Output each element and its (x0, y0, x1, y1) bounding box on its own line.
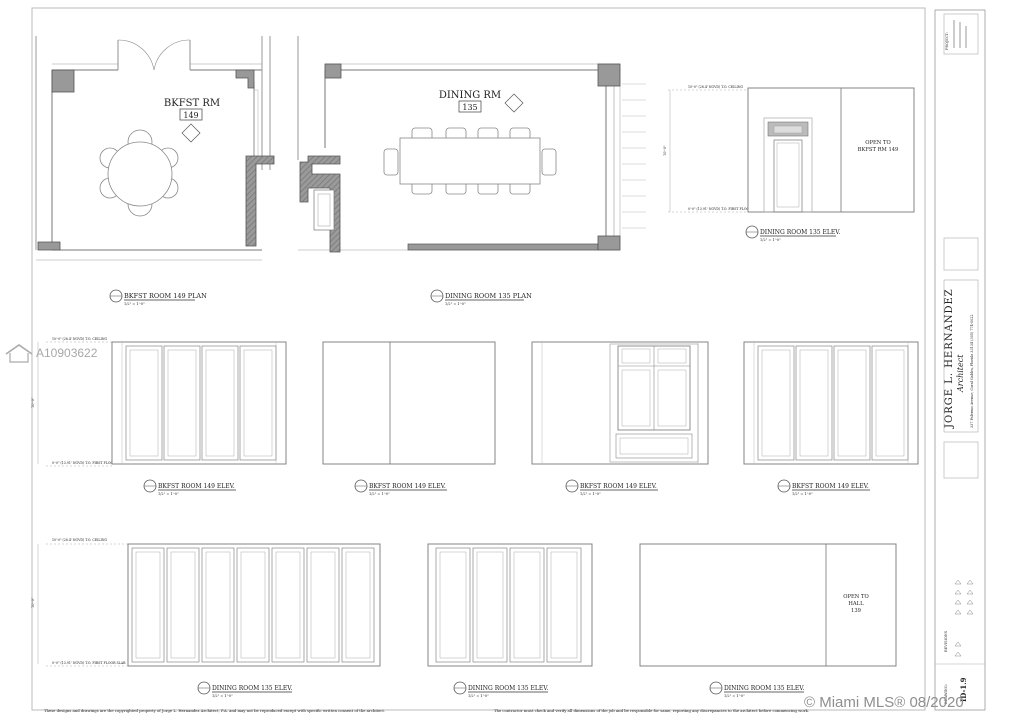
bkfst-elev-b-title: BKFST ROOM 149 ELEV. (369, 483, 446, 490)
dining-room-number: 135 (462, 103, 477, 112)
row3-note-line2: HALL (848, 601, 864, 607)
row2-floor-label: 0'-0" (13.91' NGVD) T.O. FIRST FLOOR SLA… (52, 461, 126, 465)
bkfst-elevation-a: BKFST ROOM 149 ELEV. 1/2" = 1'-0" (111, 341, 287, 496)
bkfst-plan-callout: BKFST ROOM 149 PLAN 1/2" = 1'-0" (109, 289, 207, 306)
bkfst-elev-b-scale: 1/2" = 1'-0" (369, 492, 390, 496)
architect-address: 337 Palermo Avenue, Coral Gables, Florid… (970, 314, 974, 428)
row3-note-line3: 139 (851, 608, 861, 614)
elev-top-note-line1: OPEN TO (865, 140, 890, 146)
sheet-number: ID-1.9 (959, 677, 968, 702)
dining-elev-e-title: DINING ROOM 135 ELEV. (212, 685, 293, 692)
dining-plan-scale: 1/2" = 1'-0" (445, 302, 466, 306)
dining-plan-callout: DINING ROOM 135 PLAN 1/2" = 1'-0" (430, 289, 532, 306)
sheet-footer: These designs and drawings are the copyr… (44, 708, 809, 713)
bkfst-room-number: 149 (183, 111, 198, 120)
bkfst-elevation-d: BKFST ROOM 149 ELEV. 1/2" = 1'-0" (743, 341, 919, 496)
elev-top-height: 10'-0" (663, 145, 667, 156)
dining-elev-g-title: DINING ROOM 135 ELEV. (724, 685, 805, 692)
dining-elevation-top: 10'-0" (28.4' NGVD) T.O. CEILING 10'-0" … (663, 85, 915, 242)
bkfst-elev-a-title: BKFST ROOM 149 ELEV. (158, 483, 235, 490)
bkfst-plan-title: BKFST ROOM 149 PLAN (124, 292, 207, 300)
bkfst-elev-c-title: BKFST ROOM 149 ELEV. (580, 483, 657, 490)
project-label: PROJECT: (945, 32, 949, 50)
round-table (99, 129, 179, 217)
dining-room-name: DINING RM (439, 90, 501, 101)
bkfst-elev-c-scale: 1/2" = 1'-0" (580, 492, 601, 496)
bkfst-elev-d-scale: 1/2" = 1'-0" (792, 492, 813, 496)
row3-ceiling-label: 10'-0" (28.4' NGVD) T.O. CEILING (52, 538, 108, 542)
bkfst-elev-a-scale: 1/2" = 1'-0" (158, 492, 179, 496)
elev-top-note-line2: BKFST RM 149 (858, 147, 899, 153)
bkfst-plan-scale: 1/2" = 1'-0" (124, 302, 145, 306)
copyright-note: These designs and drawings are the copyr… (44, 708, 385, 713)
bkfst-elevations-row: 10'-0" (28.4' NGVD) T.O. CEILING 10'-0" … (31, 337, 919, 496)
revision-triangles (954, 579, 974, 657)
house-logo-icon (5, 344, 33, 363)
dining-plan-title: DINING ROOM 135 PLAN (445, 292, 532, 300)
mls-brand: © Miami MLS® 08/2020 (804, 694, 964, 711)
dining-room-plan: DINING RM 135 DINING ROOM 135 PLAN 1/2" … (297, 36, 646, 306)
architect-name: JORGE L. HERNANDEZ (944, 288, 955, 429)
elev-top-title: DINING ROOM 135 ELEV. (760, 229, 841, 236)
bkfst-room-plan: BKFST RM 149 BKFST ROOM 149 PLAN 1/2" = … (35, 36, 275, 306)
dining-table (383, 127, 557, 195)
dining-elevation-g: OPEN TO HALL 139 DINING ROOM 135 ELEV. 1… (639, 543, 897, 698)
dining-elevation-f: DINING ROOM 135 ELEV. 1/2" = 1'-0" (427, 543, 593, 698)
sheet-border (31, 7, 926, 711)
bkfst-room-name: BKFST RM (164, 98, 220, 109)
mls-watermark: © Miami MLS® 08/2020 (804, 694, 964, 711)
bkfst-elevation-b: BKFST ROOM 149 ELEV. 1/2" = 1'-0" (322, 341, 496, 496)
row3-note-line1: OPEN TO (843, 594, 868, 600)
elev-top-ceiling-label: 10'-0" (28.4' NGVD) T.O. CEILING (688, 85, 744, 89)
dining-elevations-row: 10'-0" (28.4' NGVD) T.O. CEILING 10'-0" … (31, 538, 897, 698)
dining-elev-f-scale: 1/2" = 1'-0" (468, 694, 489, 698)
listing-watermark: A10903622 (4, 342, 97, 364)
architect-title: Architect (956, 354, 965, 393)
dining-elevation-e: DINING ROOM 135 ELEV. 1/2" = 1'-0" (127, 543, 381, 698)
drawing-label: DRAWING: (944, 684, 948, 704)
row2-ceiling-label: 10'-0" (28.4' NGVD) T.O. CEILING (52, 337, 108, 341)
dining-elev-f-title: DINING ROOM 135 ELEV. (468, 685, 549, 692)
elev-top-floor-label: 0'-0" (13.91' NGVD) T.O. FIRST FLOOR SLA… (688, 207, 762, 211)
row2-height: 10'-0" (31, 397, 35, 408)
elev-top-scale: 1/2" = 1'-0" (760, 238, 781, 242)
row3-floor-label: 0'-0" (13.91' NGVD) T.O. FIRST FLOOR SLA… (52, 661, 126, 665)
row3-height: 10'-0" (31, 597, 35, 608)
dining-elev-g-scale: 1/2" = 1'-0" (724, 694, 745, 698)
revisions-label: REVISIONS (944, 630, 948, 652)
bkfst-elev-d-title: BKFST ROOM 149 ELEV. (792, 483, 869, 490)
dining-elev-e-scale: 1/2" = 1'-0" (212, 694, 233, 698)
bkfst-elevation-c: BKFST ROOM 149 ELEV. 1/2" = 1'-0" (531, 341, 709, 496)
title-block: PROJECT: JORGE L. HERNANDEZ Architect 33… (934, 9, 986, 711)
contractor-note: The contractor must check and verify all… (494, 708, 809, 713)
listing-id: A10903622 (36, 346, 98, 360)
